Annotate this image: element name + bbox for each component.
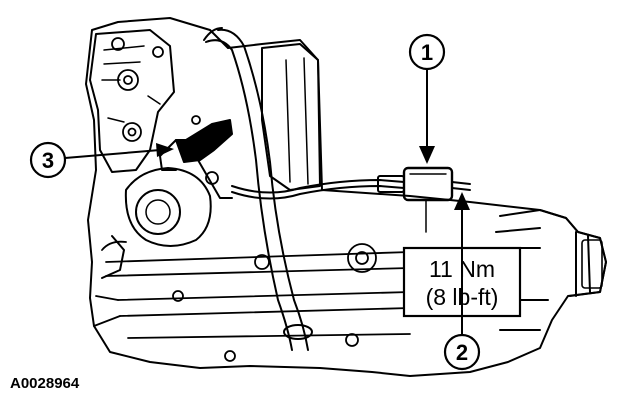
sensor-module [402, 166, 454, 233]
mount-boss [101, 167, 212, 279]
rear-cover-edge [285, 57, 309, 185]
case-bolts [172, 243, 377, 362]
housing-bolts [111, 37, 219, 185]
transmission-case-outline [85, 17, 607, 377]
callout-2-number: 2 [456, 340, 468, 365]
case-ribs [93, 240, 411, 339]
dipstick-tube [203, 27, 313, 351]
callout-1-number: 1 [421, 40, 433, 65]
wiring-harness [231, 175, 471, 200]
callout-2: 2 [443, 192, 481, 371]
callout-3-number: 3 [42, 148, 54, 173]
housing-ribs [101, 45, 161, 123]
callout-3: 3 [29, 141, 174, 179]
callout-1: 1 [408, 33, 446, 164]
transmission-illustration [85, 17, 607, 377]
figure-id-label: A0028964 [10, 375, 80, 392]
range-sensor-lever [159, 119, 233, 199]
valve-body-cover [89, 29, 175, 173]
